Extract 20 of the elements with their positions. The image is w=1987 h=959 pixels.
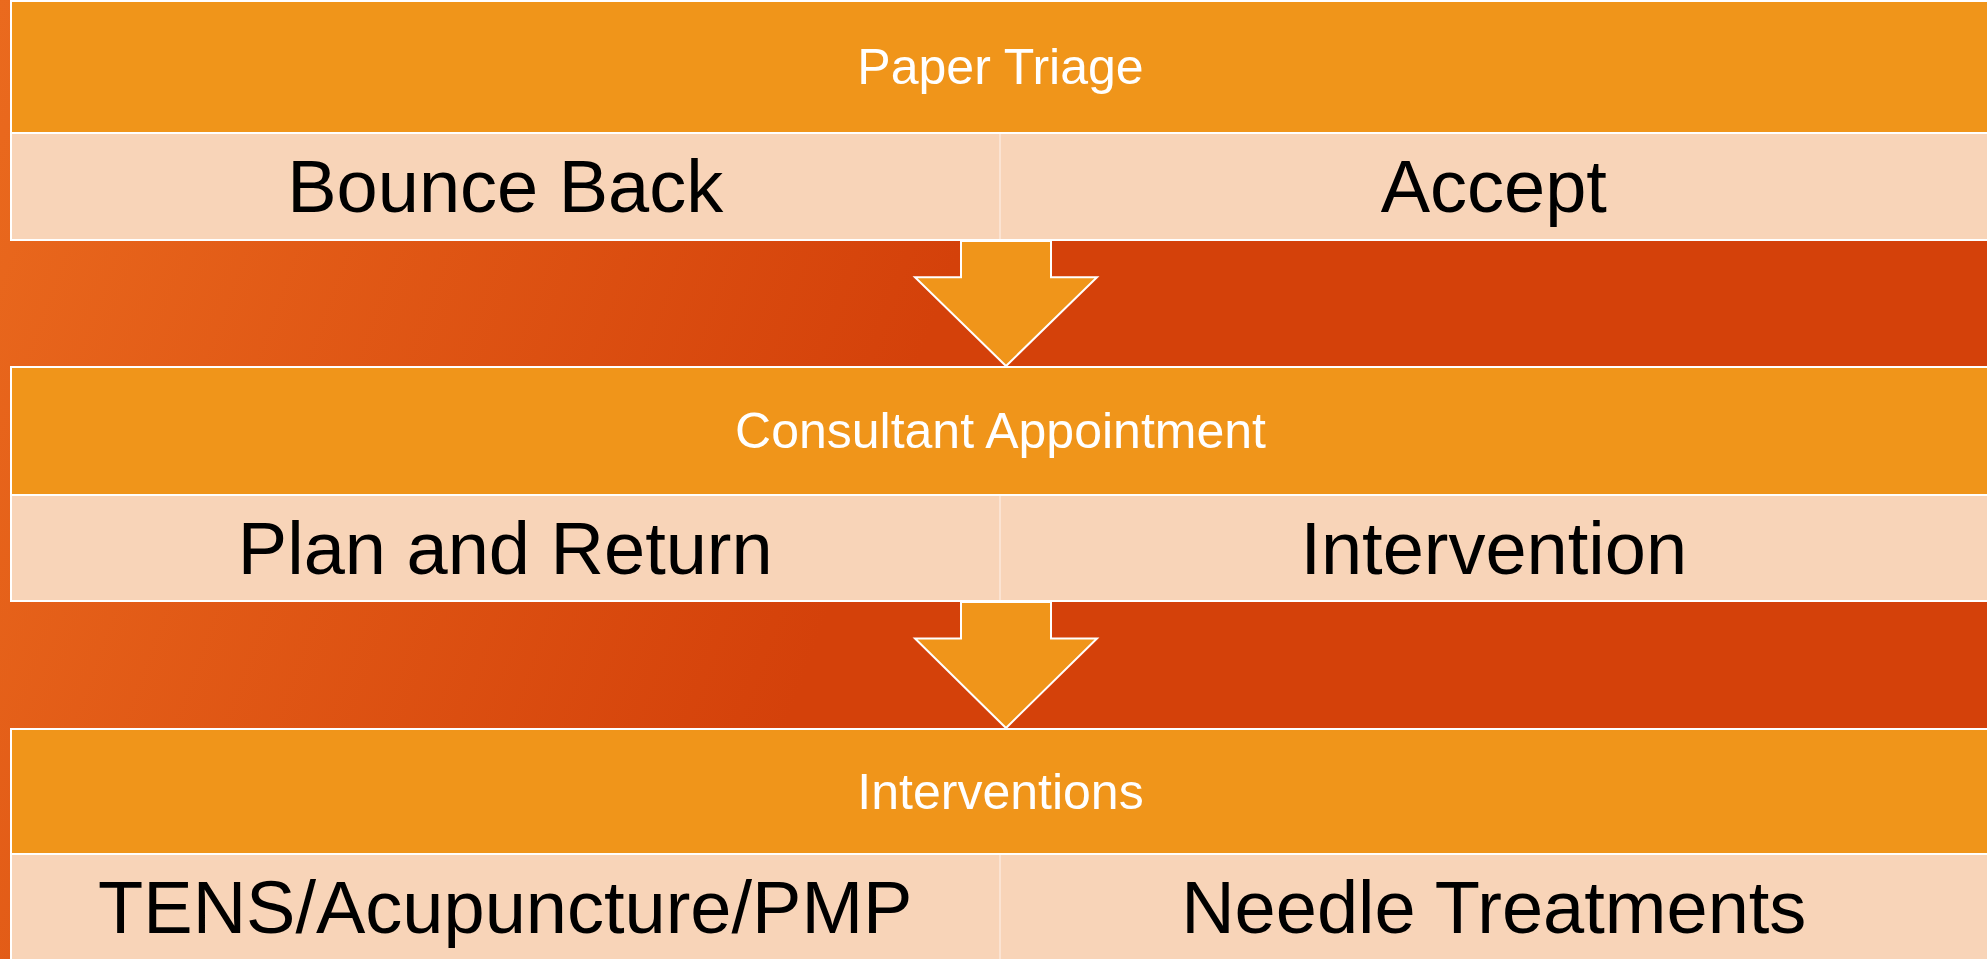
option-panel xyxy=(12,496,1001,600)
option-panel xyxy=(12,855,1001,959)
option-label: Intervention xyxy=(1300,505,1688,591)
option-label: Plan and Return xyxy=(237,505,773,591)
stage-title: Consultant Appointment xyxy=(735,402,1266,460)
option-label: Accept xyxy=(1380,144,1607,229)
option-panel xyxy=(1000,855,1987,959)
option-label: Needle Treatments xyxy=(1181,864,1807,950)
option-label: Bounce Back xyxy=(287,144,724,229)
block-arrow xyxy=(912,240,1100,368)
option-panel xyxy=(12,134,1001,239)
option-label: TENS/Acupuncture/PMP xyxy=(98,864,913,950)
block-arrow xyxy=(912,601,1100,730)
stage-band xyxy=(10,366,1987,602)
stage-band xyxy=(10,0,1987,241)
stage-title: Interventions xyxy=(857,762,1144,821)
option-panel xyxy=(1000,496,1987,600)
stage-band xyxy=(10,728,1987,959)
stage-title: Paper Triage xyxy=(857,38,1144,96)
option-panel xyxy=(1000,134,1987,239)
